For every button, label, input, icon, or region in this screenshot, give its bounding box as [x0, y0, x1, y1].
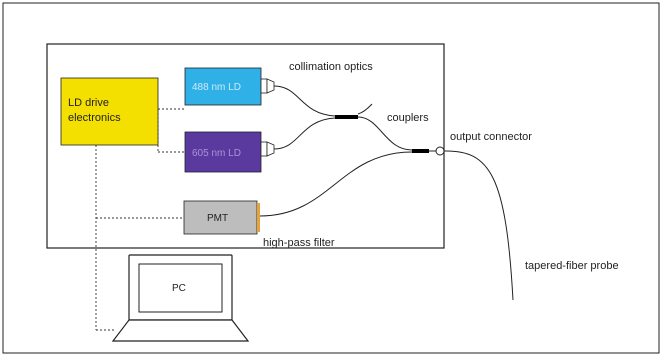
collimation-optic-bottom: [260, 141, 275, 157]
high-pass-filter-element: [257, 203, 260, 232]
outer-frame: [2, 2, 660, 354]
ld-drive-label-line2: electronics: [68, 112, 121, 124]
couplers-annotation: couplers: [387, 112, 429, 124]
collimation-optics-annotation: collimation optics: [289, 61, 373, 73]
ld-488-label: 488 nm LD: [192, 82, 241, 93]
ld-drive-label-line1: LD drive: [68, 97, 109, 109]
pc-screen-inner: [138, 263, 223, 313]
output-connector-annotation: output connector: [450, 131, 532, 143]
pc-laptop: PC: [111, 254, 250, 342]
instrument-enclosure: [46, 43, 445, 249]
ld-drive-electronics-block: [60, 77, 159, 146]
pmt-label: PMT: [207, 213, 228, 224]
fibers: [259, 85, 514, 301]
collimation-optic-top: [260, 78, 275, 94]
coupler-2: [412, 149, 429, 153]
output-connector: [435, 146, 445, 156]
ld-605-label: 605 nm LD: [192, 148, 241, 159]
ld-488-block: [184, 67, 262, 106]
ld-605-block: [184, 131, 262, 173]
pmt-block: [183, 200, 258, 235]
coupler-1: [335, 115, 358, 119]
pc-keyboard-base: [111, 319, 250, 342]
tapered-fiber-probe-annotation: tapered-fiber probe: [525, 260, 619, 272]
high-pass-filter-annotation: high-pass filter: [263, 237, 335, 249]
pc-label: PC: [172, 283, 186, 294]
